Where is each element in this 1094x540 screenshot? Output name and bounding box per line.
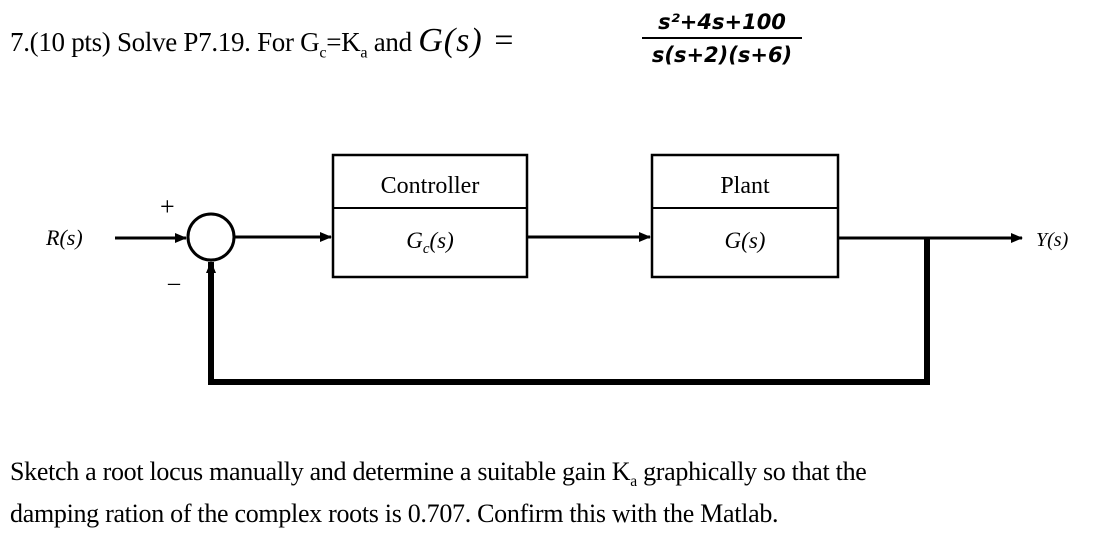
input-label: R(s) [45, 225, 83, 250]
block-diagram: R(s) + – Controller Gc(s) Plant G(s) Y(s… [45, 153, 1069, 385]
and-text: and [367, 27, 419, 57]
controller-tf-tail: (s) [430, 228, 454, 253]
g-of-s: G(s) = [418, 22, 517, 59]
fraction-numerator: s²+4s+100 [658, 10, 786, 34]
transfer-function-fraction: s²+4s+100 s(s+2)(s+6) [642, 10, 802, 67]
ka-subscript: a [360, 43, 368, 62]
controller-tf-g: G [406, 228, 423, 253]
summing-junction [186, 212, 236, 262]
minus-sign: – [167, 270, 181, 296]
output-label: Y(s) [1036, 229, 1069, 251]
controller-block [331, 153, 529, 279]
controller-transfer-function: Gc(s) [406, 228, 454, 257]
instruction-line2: damping ration of the complex roots is 0… [10, 499, 779, 529]
gc-subscript: c [319, 43, 327, 62]
controller-tf-sub: c [423, 241, 430, 257]
instruction-line1-a: Sketch a root locus manually and determi… [10, 457, 631, 486]
plant-title: Plant [720, 173, 770, 199]
feedback-path [206, 238, 930, 385]
equals-k: =K [326, 27, 361, 57]
fraction-bar [642, 37, 802, 39]
problem-points: (10 pts) [29, 27, 111, 57]
plus-sign: + [160, 192, 175, 221]
instruction-text: Sketch a root locus manually and determi… [10, 456, 1090, 530]
instruction-line1-b: graphically so that the [636, 457, 867, 486]
plant-block [650, 153, 840, 279]
fraction-denominator: s(s+2)(s+6) [651, 43, 793, 67]
problem-number: 7. [10, 27, 30, 57]
problem-prefix: Solve P7.19. For G [116, 27, 320, 57]
plant-transfer-function: G(s) [725, 228, 766, 253]
problem-statement: 7.(10 pts) Solve P7.19. For Gc=Ka and G(… [10, 22, 516, 62]
instruction-ka-subscript: a [630, 473, 637, 491]
controller-title: Controller [381, 173, 480, 199]
